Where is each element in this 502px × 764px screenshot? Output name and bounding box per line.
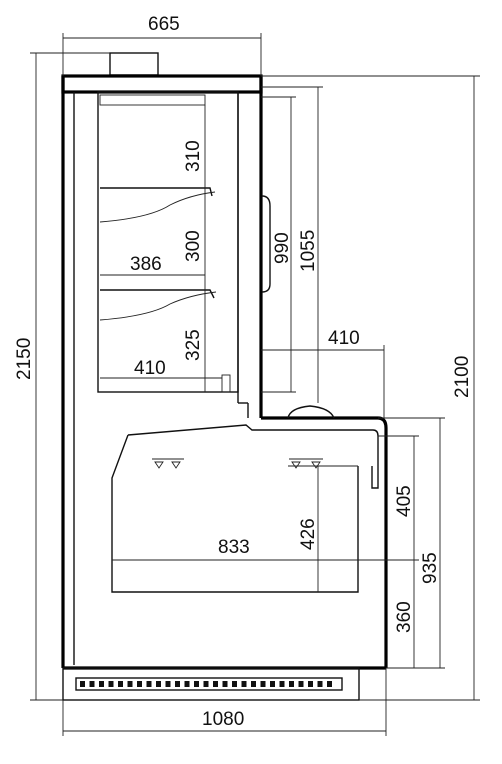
dimension-labels: 665 2150 2100 310 300 325 386 410 990 10… [14, 14, 473, 730]
grille-slot [108, 681, 114, 687]
grille-slot [118, 681, 123, 687]
grille-slot [213, 681, 218, 687]
grille-slot [270, 681, 275, 687]
level-marker-1 [154, 461, 164, 469]
label-tray-height: 426 [298, 518, 319, 550]
level-marker-2 [171, 461, 181, 469]
grille-slot [146, 681, 152, 687]
top-frame [61, 74, 263, 94]
grille-slot [289, 681, 294, 687]
base-plinth [62, 667, 360, 701]
shelf-2-curve [99, 291, 217, 321]
grille-slot [89, 681, 95, 687]
dimension-lines [30, 33, 480, 736]
label-step-depth: 410 [328, 328, 360, 349]
counter-front [377, 416, 388, 668]
grille-slot [251, 681, 256, 687]
label-inner-height: 990 [272, 232, 293, 264]
label-upper-height: 2100 [452, 356, 473, 398]
grille-slot [165, 681, 171, 687]
label-shelf-gap-1: 310 [183, 140, 204, 172]
grille-slots [80, 681, 332, 687]
label-counter-base-height: 360 [394, 601, 415, 633]
grille-slot [156, 681, 161, 687]
label-counter-front-height: 405 [394, 485, 415, 517]
label-counter-total-height: 935 [420, 552, 441, 584]
shelf-1 [100, 187, 213, 197]
shelf-2 [100, 289, 215, 299]
grille-slot [222, 681, 228, 687]
level-marker-3 [291, 461, 301, 469]
label-outer-height: 1055 [298, 230, 319, 272]
label-tray-depth: 833 [218, 537, 250, 558]
grille-slot [80, 681, 85, 687]
grille-slot [327, 681, 332, 687]
grille-slot [137, 681, 142, 687]
grille-slot [175, 681, 180, 687]
label-shelf-depth: 386 [130, 254, 162, 275]
grille-slot [279, 681, 285, 687]
label-base-width: 1080 [202, 709, 244, 730]
grille-slot [317, 681, 323, 687]
grille-slot [127, 681, 133, 687]
label-overall-height: 2150 [14, 338, 35, 380]
upper-cavity [97, 91, 239, 393]
grille-slot [203, 681, 209, 687]
counter-lid [127, 424, 379, 489]
cabinet-outline [61, 52, 388, 701]
label-shelf-gap-2: 300 [183, 230, 204, 262]
counter-tray [111, 434, 359, 593]
label-shelf-gap-3: 325 [183, 329, 204, 361]
label-top-width: 665 [148, 14, 180, 35]
grille-slot [298, 681, 304, 687]
grille-slot [260, 681, 266, 687]
grille-slot [308, 681, 313, 687]
grille-slot [184, 681, 190, 687]
bottom-support [221, 374, 231, 393]
grille-slot [99, 681, 104, 687]
canopy-light [99, 94, 206, 106]
counter-lamp [287, 405, 335, 419]
grille-slot [194, 681, 199, 687]
door-handle [261, 195, 271, 293]
grille-slot [232, 681, 237, 687]
level-marker-4 [311, 461, 321, 469]
label-bottom-shelf-depth: 410 [134, 358, 166, 379]
grille [75, 677, 343, 691]
shelf-1-curve [99, 191, 216, 223]
top-compressor-box [109, 52, 159, 76]
grille-slot [241, 681, 247, 687]
